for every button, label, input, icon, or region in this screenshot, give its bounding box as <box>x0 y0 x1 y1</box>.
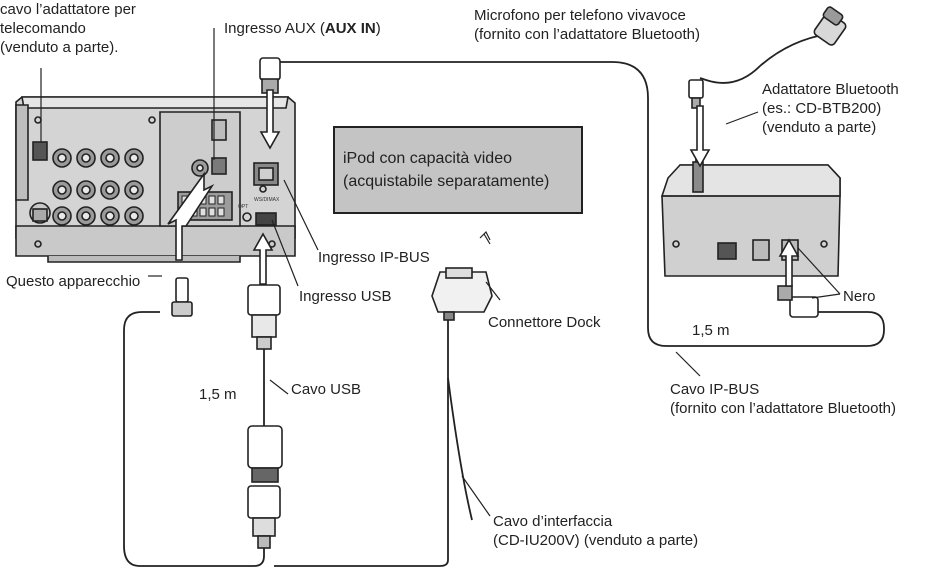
label-interface-cable: Cavo d’interfaccia (CD-IU200V) (venduto … <box>493 513 699 549</box>
label-aux-in: Ingresso AUX (AUX IN) <box>224 20 381 37</box>
label-bluetooth-adapter: Adattatore Bluetooth (es.: CD-BTB200) (v… <box>762 81 899 136</box>
label-black: Nero <box>843 288 876 305</box>
plugs <box>171 6 847 549</box>
head-unit <box>15 96 296 263</box>
label-length-right: 1,5 m <box>692 322 730 339</box>
label-dock-connector: Connettore Dock <box>488 314 601 331</box>
label-ip-bus-cable: Cavo IP-BUS (fornito con l’adattatore Bl… <box>670 381 896 417</box>
unit-opt-marking: OPT <box>238 204 248 210</box>
arrows <box>167 89 800 287</box>
label-adapter-remote: cavo l’adattatore per telecomando (vendu… <box>0 1 136 56</box>
label-ip-bus-input: Ingresso IP-BUS <box>318 249 430 266</box>
label-ipod: iPod con capacità video (acquistabile se… <box>343 150 550 190</box>
leader-lines <box>40 28 841 517</box>
label-usb-cable: Cavo USB <box>291 381 362 398</box>
label-length-usb: 1,5 m <box>199 386 237 403</box>
label-microphone: Microfono per telefono vivavoce (fornito… <box>474 7 700 43</box>
bluetooth-adapter <box>660 161 841 277</box>
cables <box>123 33 885 567</box>
label-this-unit: Questo apparecchio <box>6 273 141 290</box>
unit-ws-marking: WS/DIMAX <box>254 197 280 203</box>
label-usb-input: Ingresso USB <box>299 288 392 305</box>
ipod-box <box>333 126 583 214</box>
